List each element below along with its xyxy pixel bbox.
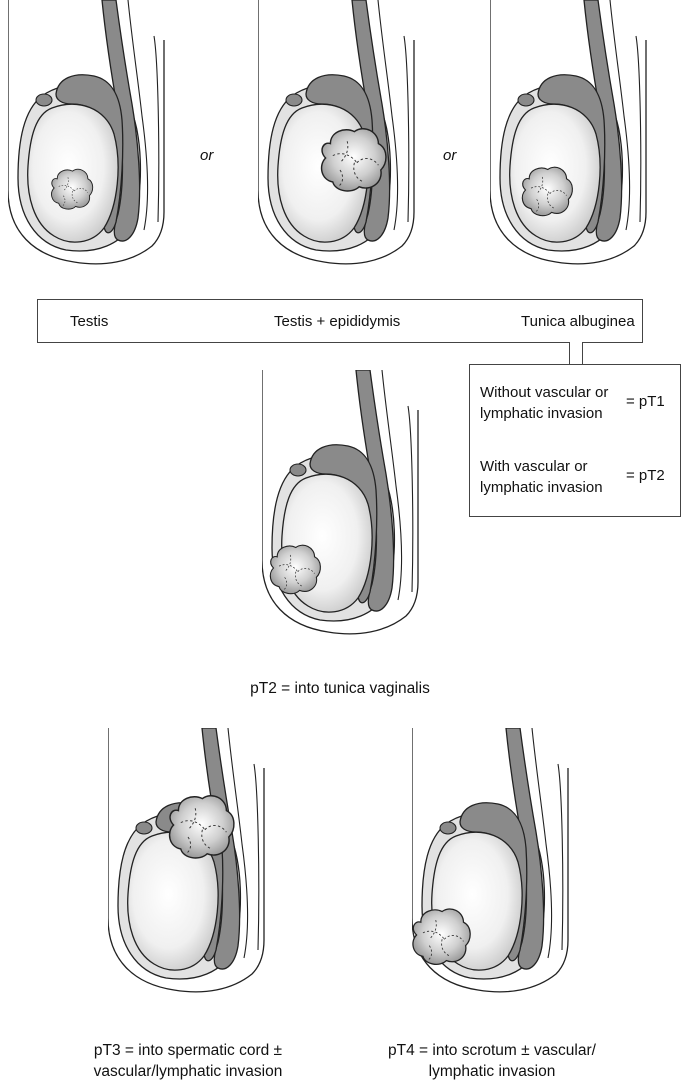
caption-pT2: pT2 = into tunica vaginalis <box>250 680 430 697</box>
caption-pT4: pT4 = into scrotum ± vascular/ lymphatic… <box>362 1040 622 1082</box>
connector-line <box>569 342 583 365</box>
vascular-invasion-box: Without vascular or lymphatic invasion =… <box>469 364 681 517</box>
illustration-tunica-albuginea <box>490 0 650 280</box>
tumor-site-bar: Testis Testis + epididymis Tunica albugi… <box>37 299 643 343</box>
caption-pT3-line2: vascular/lymphatic invasion <box>93 1063 283 1080</box>
caption-pT4-line2: lymphatic invasion <box>428 1063 556 1080</box>
illustration-pT4-scrotum <box>412 728 572 1008</box>
stage-label-pT1: = pT1 <box>626 393 665 410</box>
site-label-tunica-albuginea: Tunica albuginea <box>521 313 635 330</box>
or-label-2: or <box>443 147 457 164</box>
invasion-text-without: Without vascular or lymphatic invasion <box>480 384 609 422</box>
illustration-testis <box>8 0 168 280</box>
caption-pT3: pT3 = into spermatic cord ± vascular/lym… <box>58 1040 318 1082</box>
caption-pT3-line1: pT3 = into spermatic cord ± <box>93 1042 283 1059</box>
caption-pT4-line1: pT4 = into scrotum ± vascular/ <box>388 1042 596 1059</box>
site-label-testis-epididymis: Testis + epididymis <box>274 313 401 330</box>
site-label-testis: Testis <box>70 313 109 330</box>
illustration-pT3-spermatic-cord <box>108 728 268 1008</box>
invasion-text-with: With vascular or lymphatic invasion <box>480 458 603 496</box>
or-label-1: or <box>200 147 214 164</box>
illustration-pT2-tunica-vaginalis <box>262 370 422 650</box>
stage-label-pT2: = pT2 <box>626 467 665 484</box>
illustration-testis-epididymis <box>258 0 418 280</box>
